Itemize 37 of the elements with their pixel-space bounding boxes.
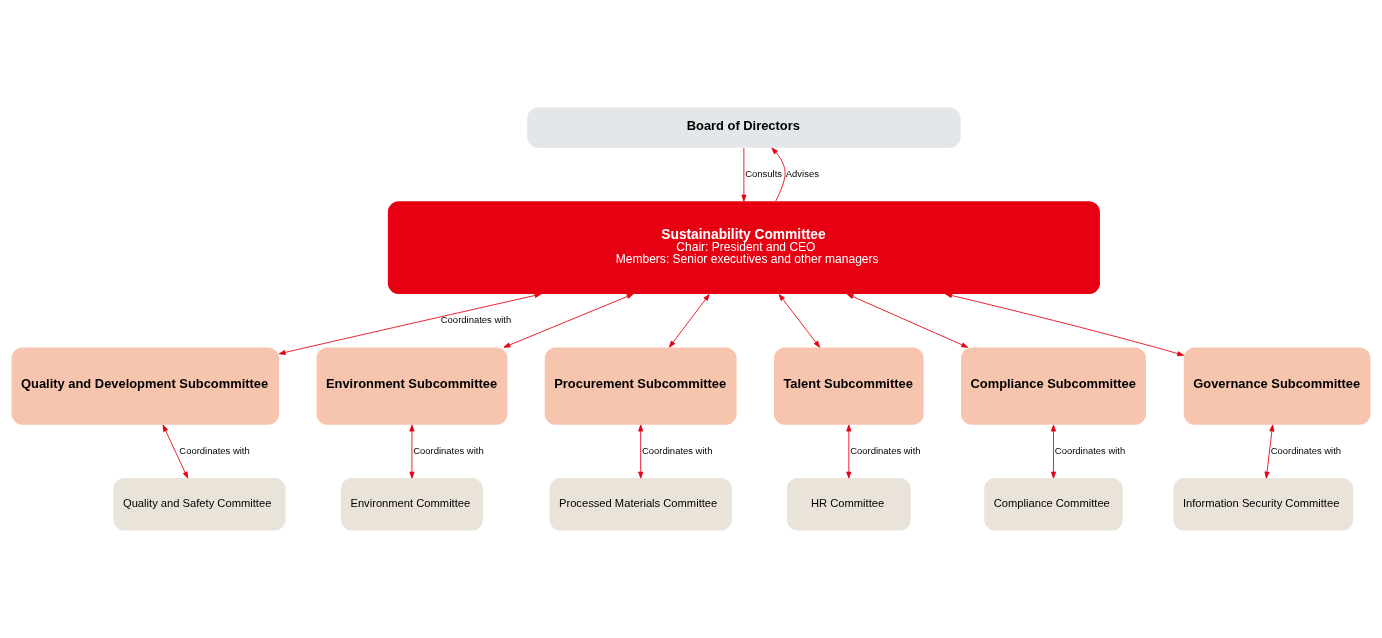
edge-label: Advises [785,167,819,179]
edge-label: Coordinates with [1270,444,1342,456]
node-box: Environment Committee [341,478,483,531]
edge-label: Consults [745,167,783,179]
node-box: Information Security Committee [1173,478,1354,531]
node-box: Quality and Development Subcommittee [11,347,280,425]
arrow [409,424,415,479]
node-box: Sustainability Committee Chair: President and CEO Members: Senior executives and other managers [387,201,1100,295]
edge-label: Coordinates with [1054,444,1126,456]
arrow [778,293,821,348]
arrow [846,424,852,479]
edge-label: Coordinates with [440,314,512,326]
node-box: Quality and Safety Committee [113,478,286,531]
node-box: Talent Subcommittee [774,347,924,425]
arrow [503,293,634,348]
edge-label: Coordinates with [850,444,921,456]
node-box: HR Committee [786,478,911,531]
arrow [846,293,969,348]
arrow [638,424,644,479]
edge-label: Coordinates with [179,444,250,456]
node-box: Governance Subcommittee [1183,347,1371,425]
arrow [1050,424,1057,479]
node-box: Procurement Subcommittee [544,347,737,425]
edge-label: Coordinates with [642,444,713,456]
node-box: Compliance Committee [984,478,1123,531]
arrow [278,292,542,355]
arrow [162,424,189,479]
node-box: Board of Directors [527,107,961,148]
arrow [1264,424,1275,479]
node-box: Environment Subcommittee [316,347,508,425]
node-box: Compliance Subcommittee [961,347,1146,425]
edge-label: Coordinates with [413,444,484,456]
arrow [669,293,710,348]
node-box: Processed Materials Committee [549,478,732,531]
arrow [771,147,786,202]
arrow [741,147,747,202]
arrow [945,293,1185,357]
